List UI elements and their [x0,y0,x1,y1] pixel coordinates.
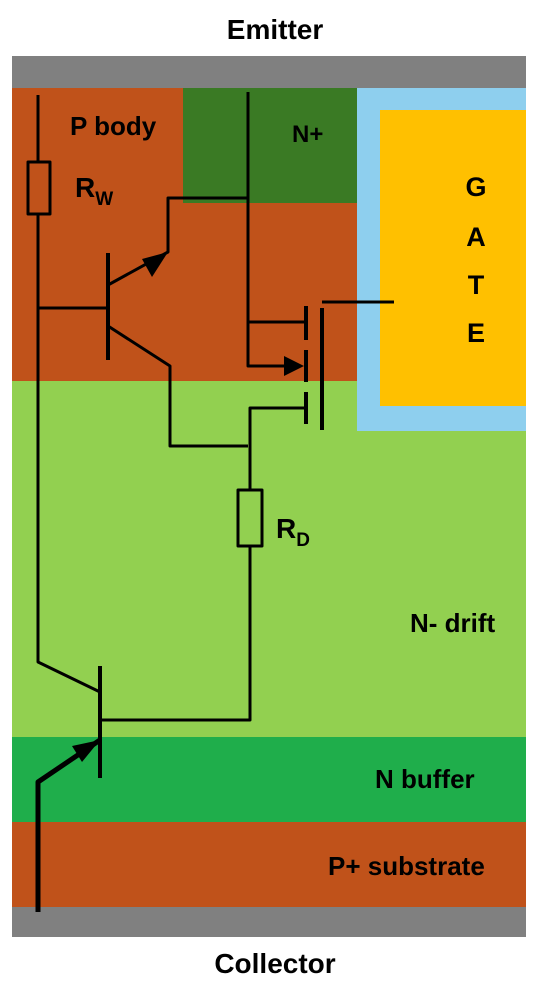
n-drift-region-right [357,431,526,737]
collector-metal [12,907,526,937]
gate-letter: E [467,318,485,348]
gate-letter: A [466,222,486,252]
mosfet-source-arrow [284,356,304,376]
wire-emitter-to-source [246,92,300,368]
emitter-metal [12,56,526,88]
resistor-rw [26,160,52,216]
gate-letter: G [465,172,486,202]
npn-emitter-wire [107,196,248,287]
rw-label: RW [75,172,113,210]
p-substrate-label: P+ substrate [328,851,485,881]
wire-rw-down [36,214,101,694]
resistor-rd [236,488,264,548]
collector-label: Collector [214,948,336,979]
n-drift-region [12,381,357,737]
n-buffer-label: N buffer [375,764,475,794]
rd-subscript: D [296,530,310,551]
n-plus-label: N+ [292,121,323,148]
npn-collector-wire [107,324,248,448]
n-buffer-region [12,737,526,822]
n-drift-label: N- drift [410,608,496,638]
emitter-label: Emitter [226,14,324,45]
rd-label: RD [276,513,310,551]
gate-letter: T [468,270,485,300]
rd-main: R [276,513,296,544]
p-body-label: P body [70,111,157,141]
rw-main: R [75,172,95,203]
rw-subscript: W [95,189,113,210]
pnp-emitter-arrow [72,740,100,762]
gate-electrode [380,110,526,406]
p-substrate-region [12,822,526,907]
wire-rd-down [100,546,252,722]
npn-emitter-arrow [142,252,168,277]
mosfet-drain-wire [248,406,306,490]
n-plus-region [183,88,357,203]
